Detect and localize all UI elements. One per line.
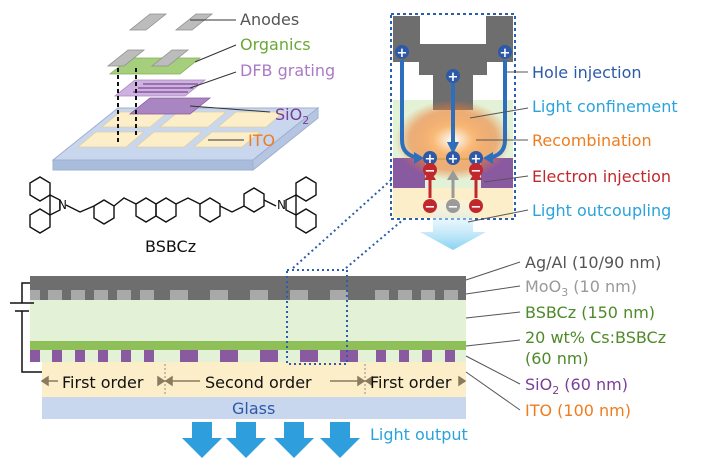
zoom-line-right [345,218,405,269]
label-first-order-left: First order [62,373,144,392]
label-doped-line2: (60 nm) [525,349,589,368]
sio2-grating-blocks [30,350,455,362]
device-cross-section: First order Second order First order Gla… [10,269,467,419]
label-sio2-3d: SiO2 [275,105,309,127]
label-electron-injection: Electron injection [532,167,671,186]
ito-layer [42,362,466,397]
device-3d-illustration: Anodes Organics DFB grating SiO2 ITO [51,10,335,172]
label-anodes: Anodes [240,10,299,29]
ito-stripes-3d [76,111,286,148]
hole-charge: + [471,152,482,167]
label-light-outcoupling: Light outcoupling [532,201,671,220]
zoom-box [286,269,348,365]
label-glass: Glass [232,399,275,418]
doped-layer [30,341,466,350]
electron-charge: − [425,200,436,215]
hole-charge: + [500,46,511,61]
label-light-output: Light output [370,425,468,444]
bsbcz-molecule [29,176,317,234]
hole-charge: + [425,152,436,167]
label-moo3: MoO3 (10 nm) [525,277,637,299]
output-arrow [320,422,360,458]
output-arrow [182,422,222,458]
molecule-n-right: N [277,198,286,212]
hole-charge: + [448,70,459,85]
output-arrow [274,422,314,458]
electron-charge: − [471,164,482,179]
label-dfb-grating: DFB grating [240,61,335,80]
molecule-name: BSBCz [145,237,196,256]
electron-charge: − [425,164,436,179]
label-light-confinement: Light confinement [532,97,678,116]
electron-charge: − [471,200,482,215]
zoom-line-left [292,179,392,269]
glass-layer [42,397,466,419]
hole-charge: + [448,152,459,167]
mechanism-inset: + + + + + + − − − − − [390,13,529,250]
hole-charge: + [397,46,408,61]
sio2-grating-3d [128,97,212,115]
label-sio2-stack: SiO2 (60 nm) [525,375,628,397]
circuit [10,282,42,373]
light-output-arrows [182,422,360,458]
molecule-n-left: N [58,198,67,212]
output-arrow [226,422,266,458]
label-doped-line1: 20 wt% Cs:BSBCz [525,328,666,347]
label-second-order: Second order [205,373,312,392]
label-ito-3d: ITO [248,131,275,150]
anodes-3d [106,13,214,67]
label-ito-stack: ITO (100 nm) [525,401,631,420]
electron-charge: − [448,200,459,215]
label-organics: Organics [240,35,311,54]
label-recombination: Recombination [532,131,652,150]
label-bsbcz: BSBCz (150 nm) [525,303,655,322]
label-hole-injection: Hole injection [532,63,642,82]
label-agal: Ag/Al (10/90 nm) [525,253,661,272]
agal-cathode [30,276,466,300]
label-first-order-right: First order [370,373,452,392]
